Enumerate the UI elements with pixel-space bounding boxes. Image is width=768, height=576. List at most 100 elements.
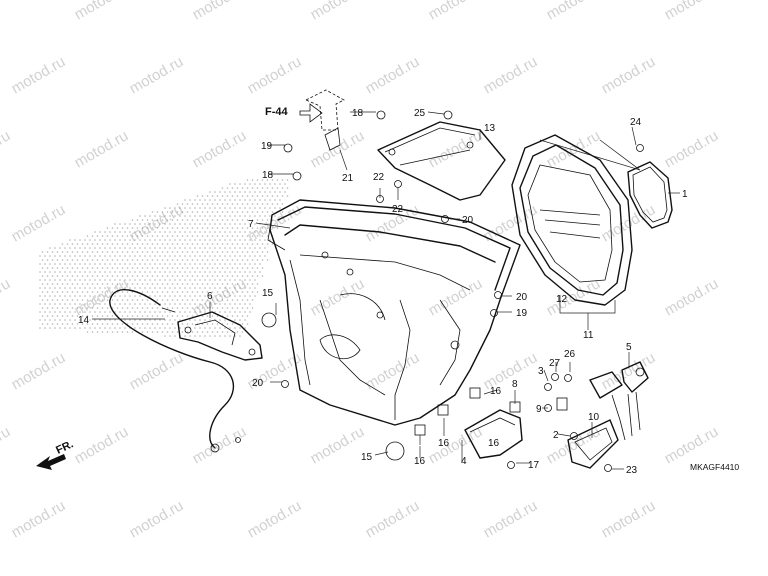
- shading-dot: [234, 311, 236, 313]
- shading-dot: [224, 199, 226, 201]
- shading-dot: [209, 335, 211, 337]
- shading-dot: [99, 279, 101, 281]
- shading-dot: [126, 267, 129, 269]
- shading-dot: [201, 275, 204, 277]
- callout-18-left: 18: [262, 170, 274, 181]
- shading-dot: [261, 179, 264, 181]
- shading-dot: [226, 195, 229, 197]
- shading-dot: [116, 259, 119, 261]
- shading-dot: [224, 207, 226, 209]
- watermark-text: motod.ru: [426, 127, 486, 171]
- shading-dot: [126, 243, 129, 245]
- shading-dot: [131, 275, 134, 277]
- shading-dot: [129, 319, 131, 321]
- shading-dot: [244, 215, 246, 217]
- shading-dot: [66, 299, 69, 301]
- shading-dot: [114, 311, 116, 313]
- shading-dot: [46, 267, 49, 269]
- shading-dot: [211, 211, 214, 213]
- shading-dot: [276, 203, 279, 205]
- shading-dot: [229, 271, 231, 273]
- shading-dot: [119, 239, 121, 241]
- shading-dot: [109, 311, 111, 313]
- reference-code: F-44: [265, 106, 289, 118]
- shading-dot: [166, 299, 169, 301]
- shading-dot: [211, 203, 214, 205]
- shading-dot: [104, 287, 106, 289]
- shading-dot: [239, 231, 241, 233]
- shading-dot: [154, 303, 156, 305]
- shading-dot: [84, 239, 86, 241]
- shading-dot: [59, 247, 61, 249]
- shading-dot: [94, 327, 96, 329]
- shading-dot: [221, 203, 224, 205]
- shading-dot: [219, 223, 221, 225]
- callout-8: 8: [512, 379, 518, 390]
- shading-dot: [259, 239, 261, 241]
- shading-dot: [79, 303, 81, 305]
- shading-dot: [139, 295, 141, 297]
- callout-2: 2: [553, 430, 559, 441]
- shading-dot: [66, 243, 69, 245]
- shading-dot: [241, 331, 244, 333]
- shading-dot: [281, 187, 284, 189]
- shading-dot: [166, 291, 169, 293]
- shading-dot: [94, 295, 96, 297]
- shading-dot: [154, 295, 156, 297]
- shading-dot: [204, 335, 206, 337]
- shading-dot: [261, 227, 264, 229]
- shading-dot: [216, 251, 219, 253]
- shading-dot: [181, 203, 184, 205]
- shading-dot: [266, 235, 269, 237]
- shading-dot: [186, 299, 189, 301]
- shading-dot: [259, 215, 261, 217]
- shading-dot: [224, 231, 226, 233]
- shading-dot: [144, 327, 146, 329]
- shading-dot: [239, 207, 241, 209]
- shading-dot: [179, 279, 181, 281]
- shading-dot: [136, 219, 139, 221]
- shading-dot: [206, 251, 209, 253]
- shading-dot: [124, 287, 126, 289]
- shading-dot: [126, 307, 129, 309]
- shading-dot: [154, 271, 156, 273]
- shading-dot: [156, 275, 159, 277]
- shading-dot: [56, 307, 59, 309]
- shading-dot: [89, 239, 91, 241]
- shading-dot: [129, 311, 131, 313]
- shading-dot: [74, 279, 76, 281]
- shading-dot: [166, 307, 169, 309]
- shading-dot: [174, 223, 176, 225]
- shading-dot: [226, 275, 229, 277]
- shading-dot: [216, 323, 219, 325]
- shading-dot: [201, 251, 204, 253]
- shading-dot: [141, 235, 144, 237]
- shading-dot: [246, 187, 249, 189]
- shading-dot: [266, 179, 269, 181]
- shading-dot: [61, 283, 64, 285]
- shading-dot: [111, 235, 114, 237]
- shading-dot: [169, 207, 171, 209]
- shading-dot: [149, 263, 151, 265]
- shading-dot: [259, 231, 261, 233]
- shading-dot: [84, 287, 86, 289]
- shading-dot: [134, 271, 136, 273]
- shading-dot: [66, 307, 69, 309]
- shading-dot: [49, 247, 51, 249]
- shading-dot: [211, 283, 214, 285]
- shading-dot: [144, 263, 146, 265]
- shading-dot: [226, 283, 229, 285]
- watermark-text: motod.ru: [190, 423, 250, 467]
- shading-dot: [181, 267, 184, 269]
- shading-dot: [186, 219, 189, 221]
- watermark-text: motod.ru: [0, 127, 13, 171]
- shading-dot: [141, 275, 144, 277]
- shading-dot: [79, 279, 81, 281]
- shading-dot: [244, 255, 246, 257]
- shading-dot: [59, 279, 61, 281]
- shading-dot: [104, 319, 106, 321]
- shading-dot: [254, 263, 256, 265]
- shading-dot: [79, 239, 81, 241]
- shading-dot: [209, 327, 211, 329]
